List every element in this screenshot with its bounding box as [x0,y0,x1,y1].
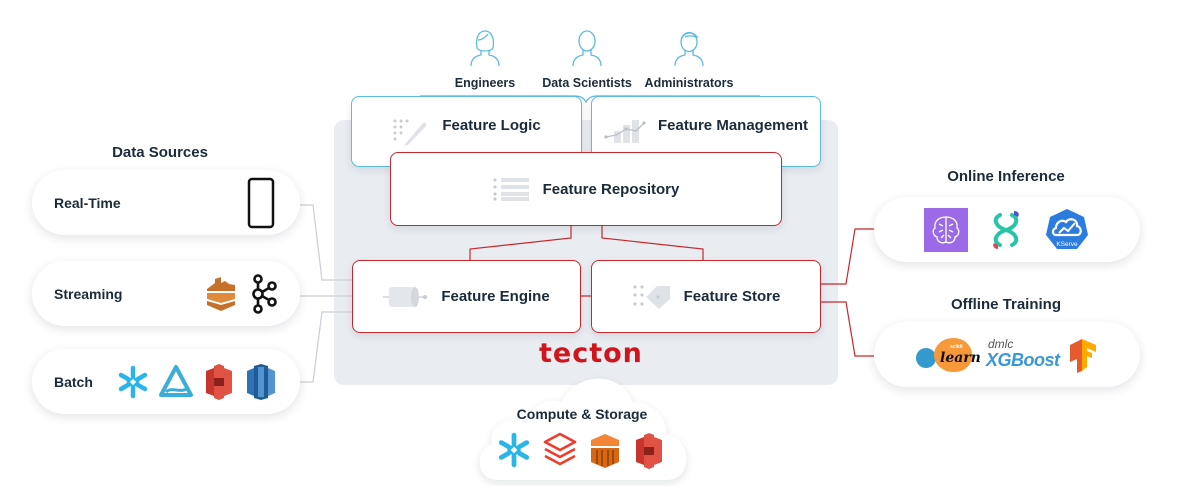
feature-repository-label: Feature Repository [542,180,680,198]
aws-kinesis-icon [207,276,235,311]
user-icon [572,30,602,67]
data-source-label: Real-Time [54,194,121,211]
scikit-learn-icon: scikit learn [916,337,981,372]
compute-storage-icons [496,432,666,470]
snowflake-icon [118,365,148,398]
sagemaker-icon [924,207,968,252]
data-source-realtime[interactable]: Real-Time [32,170,300,235]
feature-engine-box[interactable]: Feature Engine [352,260,581,333]
xgboost-icon: dmlc XGBoost [986,336,1060,373]
persona-engineers: Engineers [430,28,540,90]
persona-administrators: Administrators [634,28,744,90]
arrow-store-icon [632,283,672,311]
persona-label: Data Scientists [542,76,632,90]
male-user-icon [674,31,704,67]
offline-training-title: Offline Training [950,296,1061,313]
persona-data-scientists: Data Scientists [532,28,642,90]
aws-s3-icon [636,433,662,469]
feature-store-label: Feature Store [683,288,781,305]
data-sources-title: Data Sources [112,144,208,161]
feature-logic-label: Feature Logic [442,117,541,134]
feature-engine-label: Feature Engine [441,288,550,305]
seldon-icon [993,210,1019,249]
compute-storage-cloud [479,378,687,480]
kserve-icon: KServe [1046,208,1088,249]
kserve-label: KServe [1056,241,1078,248]
data-source-label: Batch [54,373,93,390]
data-source-batch[interactable]: Batch [32,349,300,414]
female-user-icon [470,30,500,67]
feature-store-box[interactable]: Feature Store [591,260,821,333]
engine-cylinder-icon [383,285,429,309]
data-source-streaming[interactable]: Streaming [32,261,300,326]
persona-label: Engineers [454,76,516,90]
compute-storage-title: Compute & Storage [516,406,648,422]
data-source-label: Streaming [54,285,123,302]
feature-management-label: Feature Management [657,117,809,134]
aws-s3-icon [206,363,232,400]
kafka-icon [252,273,277,314]
snowflake-icon [498,432,530,468]
sklearn-label: learn [940,349,981,366]
online-inference-title: Online Inference [947,168,1065,185]
aws-emr-icon [591,434,619,468]
tensorflow-icon [1070,338,1096,373]
list-icon [493,177,531,201]
online-inference-pill[interactable]: KServe [874,197,1140,262]
xgboost-label: XGBoost [986,349,1060,370]
pencil-icon [392,117,430,147]
aws-redshift-icon [247,363,275,400]
tecton-logo: tecton [539,338,643,369]
bar-chart-icon [604,117,646,143]
databricks-icon [543,432,577,466]
mobile-phone-icon [247,177,275,228]
azure-data-lake-icon [159,364,193,397]
persona-label: Administrators [644,76,734,90]
offline-training-pill[interactable]: scikit learn dmlc XGBoost [874,322,1140,387]
feature-repository-box[interactable]: Feature Repository [390,152,782,226]
xgboost-small-label: dmlc [988,336,1014,351]
sklearn-small-label: scikit [950,343,963,350]
